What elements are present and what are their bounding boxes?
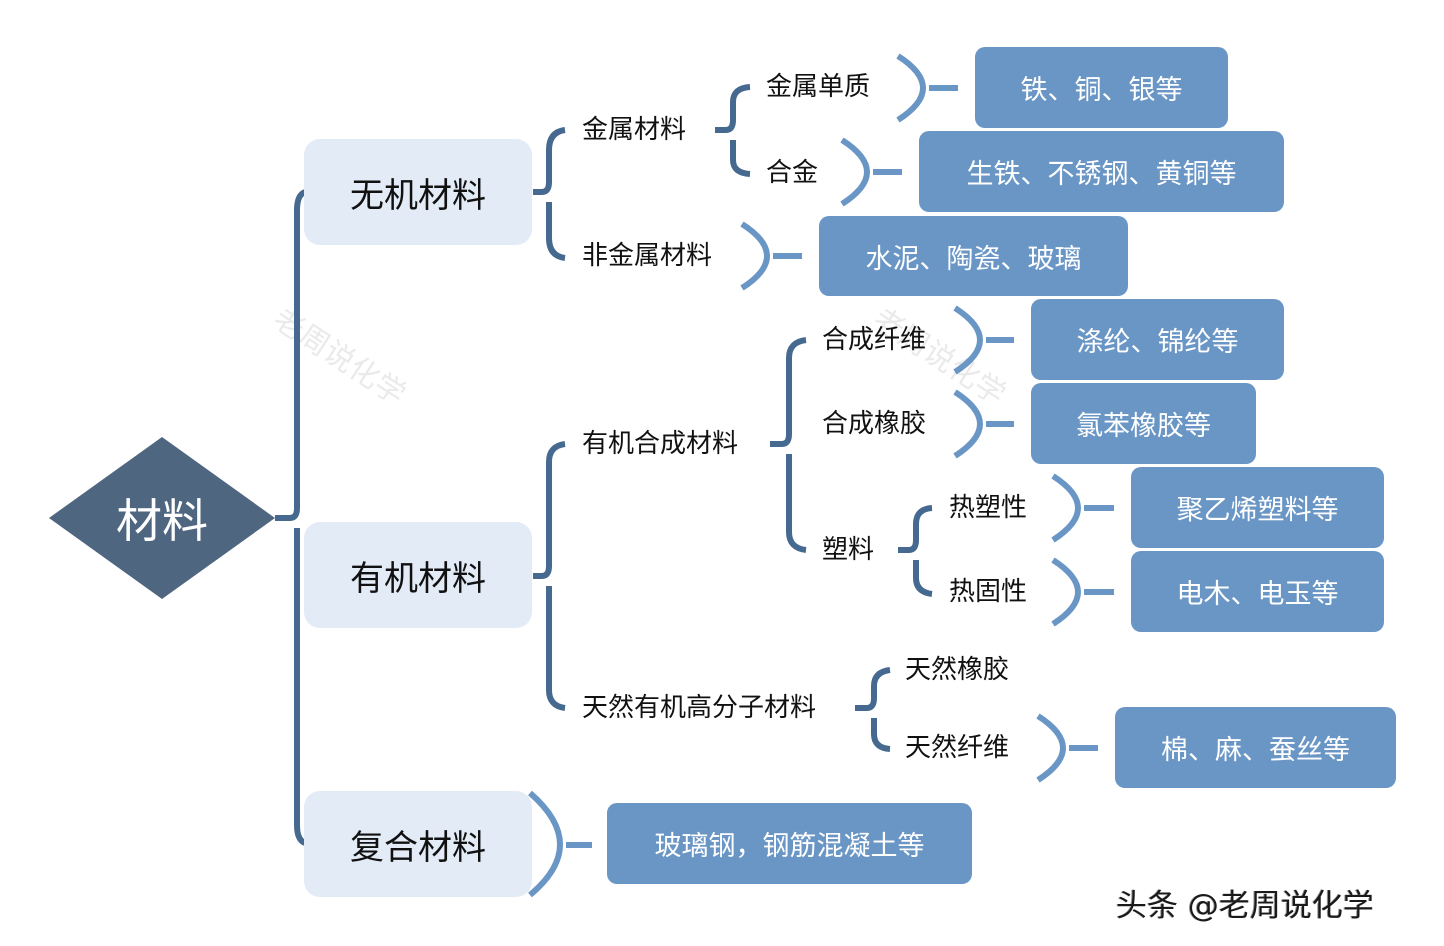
example-nonmetal: 水泥、陶瓷、玻璃 bbox=[819, 216, 1128, 296]
arc-thermoset bbox=[1051, 557, 1114, 627]
example-metal-element: 铁、铜、银等 bbox=[975, 47, 1228, 128]
example-synthetic-fiber: 涤纶、锦纶等 bbox=[1031, 299, 1284, 380]
watermark: 老周说化学 bbox=[266, 301, 412, 413]
label-alloy: 合金 bbox=[766, 158, 819, 188]
arc-composite bbox=[528, 790, 592, 898]
label-nonmetal-materials: 非金属材料 bbox=[582, 241, 713, 271]
example-thermoplastic: 聚乙烯塑料等 bbox=[1131, 467, 1384, 548]
bracket-natural bbox=[855, 667, 891, 752]
label-thermoplastic: 热塑性 bbox=[949, 493, 1028, 523]
label-plastic: 塑料 bbox=[822, 535, 875, 565]
category-organic: 有机材料 bbox=[304, 522, 532, 628]
label-synthetic-fiber: 合成纤维 bbox=[822, 325, 927, 355]
footer-credit: 头条 @老周说化学 bbox=[1116, 888, 1374, 924]
bracket-root bbox=[275, 189, 307, 846]
label-thermoset: 热固性 bbox=[949, 577, 1028, 607]
label-metal-materials: 金属材料 bbox=[582, 115, 687, 145]
bracket-plastic bbox=[898, 505, 933, 597]
arc-metal-element bbox=[896, 53, 958, 123]
diamond-shape bbox=[49, 437, 275, 599]
category-composite: 复合材料 bbox=[304, 791, 532, 897]
example-natural-fiber: 棉、麻、蚕丝等 bbox=[1115, 707, 1396, 788]
example-thermoset: 电木、电玉等 bbox=[1131, 551, 1384, 632]
arc-natural-fiber bbox=[1036, 713, 1098, 783]
example-alloy: 生铁、不锈钢、黄铜等 bbox=[919, 131, 1284, 212]
root-label: 材料 bbox=[116, 494, 208, 548]
arc-thermoplastic bbox=[1051, 473, 1114, 543]
example-composite: 玻璃钢，钢筋混凝土等 bbox=[607, 803, 972, 884]
bracket-synthetic bbox=[770, 337, 807, 553]
arc-alloy bbox=[840, 137, 902, 207]
label-natural-polymer: 天然有机高分子材料 bbox=[582, 693, 817, 723]
arc-nonmetal bbox=[740, 221, 802, 291]
label-metal-element: 金属单质 bbox=[766, 72, 871, 102]
label-natural-rubber: 天然橡胶 bbox=[905, 655, 1010, 685]
example-synthetic-rubber: 氯苯橡胶等 bbox=[1031, 383, 1256, 464]
bracket-organic bbox=[533, 441, 566, 711]
label-synthetic-rubber: 合成橡胶 bbox=[822, 409, 927, 439]
category-inorganic: 无机材料 bbox=[304, 139, 532, 245]
root-node: 材料 bbox=[49, 437, 275, 599]
label-synthetic-organic: 有机合成材料 bbox=[582, 429, 739, 459]
label-natural-fiber: 天然纤维 bbox=[905, 733, 1010, 763]
bracket-metal bbox=[715, 84, 751, 177]
bracket-inorganic bbox=[533, 127, 566, 261]
